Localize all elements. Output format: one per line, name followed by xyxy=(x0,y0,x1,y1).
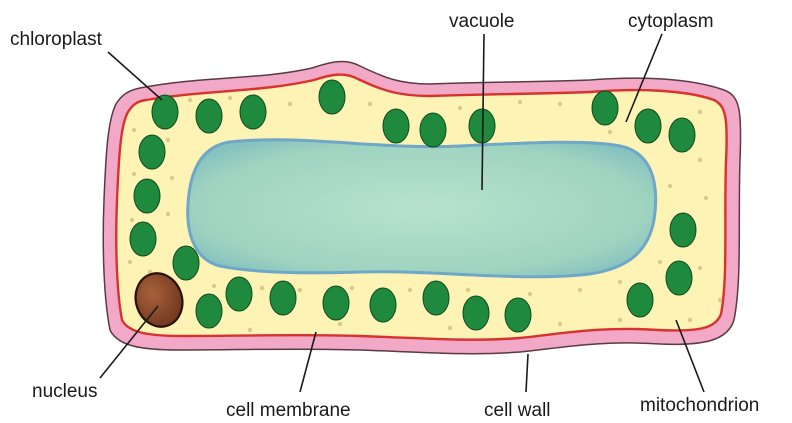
chloroplast-21 xyxy=(463,296,489,330)
granule-22 xyxy=(408,288,412,292)
label-cytoplasm: cytoplasm xyxy=(628,12,714,31)
granule-29 xyxy=(704,196,708,200)
granule-15 xyxy=(166,212,170,216)
granule-14 xyxy=(130,218,134,222)
granule-36 xyxy=(688,318,692,322)
granule-12 xyxy=(132,172,136,176)
granule-18 xyxy=(212,284,216,288)
chloroplast-20 xyxy=(423,281,449,315)
granule-5 xyxy=(458,106,462,110)
granule-21 xyxy=(350,286,354,290)
granule-19 xyxy=(260,286,264,290)
granule-4 xyxy=(368,102,372,106)
chloroplast-15 xyxy=(196,294,222,328)
chloroplast-16 xyxy=(226,277,252,311)
chloroplast-8 xyxy=(592,91,618,125)
chloroplast-13 xyxy=(130,222,156,256)
chloroplast-3 xyxy=(240,95,266,129)
granule-37 xyxy=(618,318,622,322)
chloroplast-12 xyxy=(134,179,160,213)
granule-2 xyxy=(228,96,232,100)
granule-33 xyxy=(338,322,342,326)
granule-30 xyxy=(668,184,672,188)
granule-32 xyxy=(248,328,252,332)
vacuole-shape xyxy=(188,140,656,277)
chloroplast-23 xyxy=(627,283,653,317)
granule-35 xyxy=(558,322,562,326)
leader-cell-wall xyxy=(526,354,528,392)
chloroplast-25 xyxy=(670,213,696,247)
granule-38 xyxy=(718,298,722,302)
granule-28 xyxy=(698,266,702,270)
granule-3 xyxy=(288,102,292,106)
granule-20 xyxy=(298,288,302,292)
label-mitochondrion: mitochondrion xyxy=(640,396,759,415)
granule-27 xyxy=(658,260,662,264)
chloroplast-14 xyxy=(173,246,199,280)
chloroplast-9 xyxy=(635,109,661,143)
granule-24 xyxy=(528,292,532,296)
chloroplast-4 xyxy=(319,80,345,114)
granule-23 xyxy=(466,288,470,292)
label-vacuole: vacuole xyxy=(449,12,515,31)
chloroplast-2 xyxy=(196,99,222,133)
granule-9 xyxy=(698,110,702,114)
label-cell-wall: cell wall xyxy=(484,401,551,420)
label-nucleus: nucleus xyxy=(32,382,98,401)
chloroplast-6 xyxy=(420,113,446,147)
granule-34 xyxy=(448,326,452,330)
chloroplast-24 xyxy=(666,261,692,295)
granule-6 xyxy=(518,100,522,104)
granule-7 xyxy=(558,102,562,106)
chloroplast-18 xyxy=(323,286,349,320)
granule-25 xyxy=(578,288,582,292)
chloroplast-19 xyxy=(370,288,396,322)
chloroplast-17 xyxy=(270,281,296,315)
granule-8 xyxy=(608,130,612,134)
label-chloroplast: chloroplast xyxy=(10,30,102,49)
granule-16 xyxy=(128,260,132,264)
chloroplast-11 xyxy=(139,135,165,169)
granule-26 xyxy=(618,280,622,284)
chloroplast-10 xyxy=(669,118,695,152)
chloroplast-22 xyxy=(505,298,531,332)
granule-13 xyxy=(170,176,174,180)
chloroplast-1 xyxy=(152,95,178,129)
granule-11 xyxy=(166,138,170,142)
label-cell-membrane: cell membrane xyxy=(226,401,351,420)
chloroplast-5 xyxy=(383,109,409,143)
granule-31 xyxy=(698,158,702,162)
granule-1 xyxy=(188,98,192,102)
granule-10 xyxy=(132,128,136,132)
